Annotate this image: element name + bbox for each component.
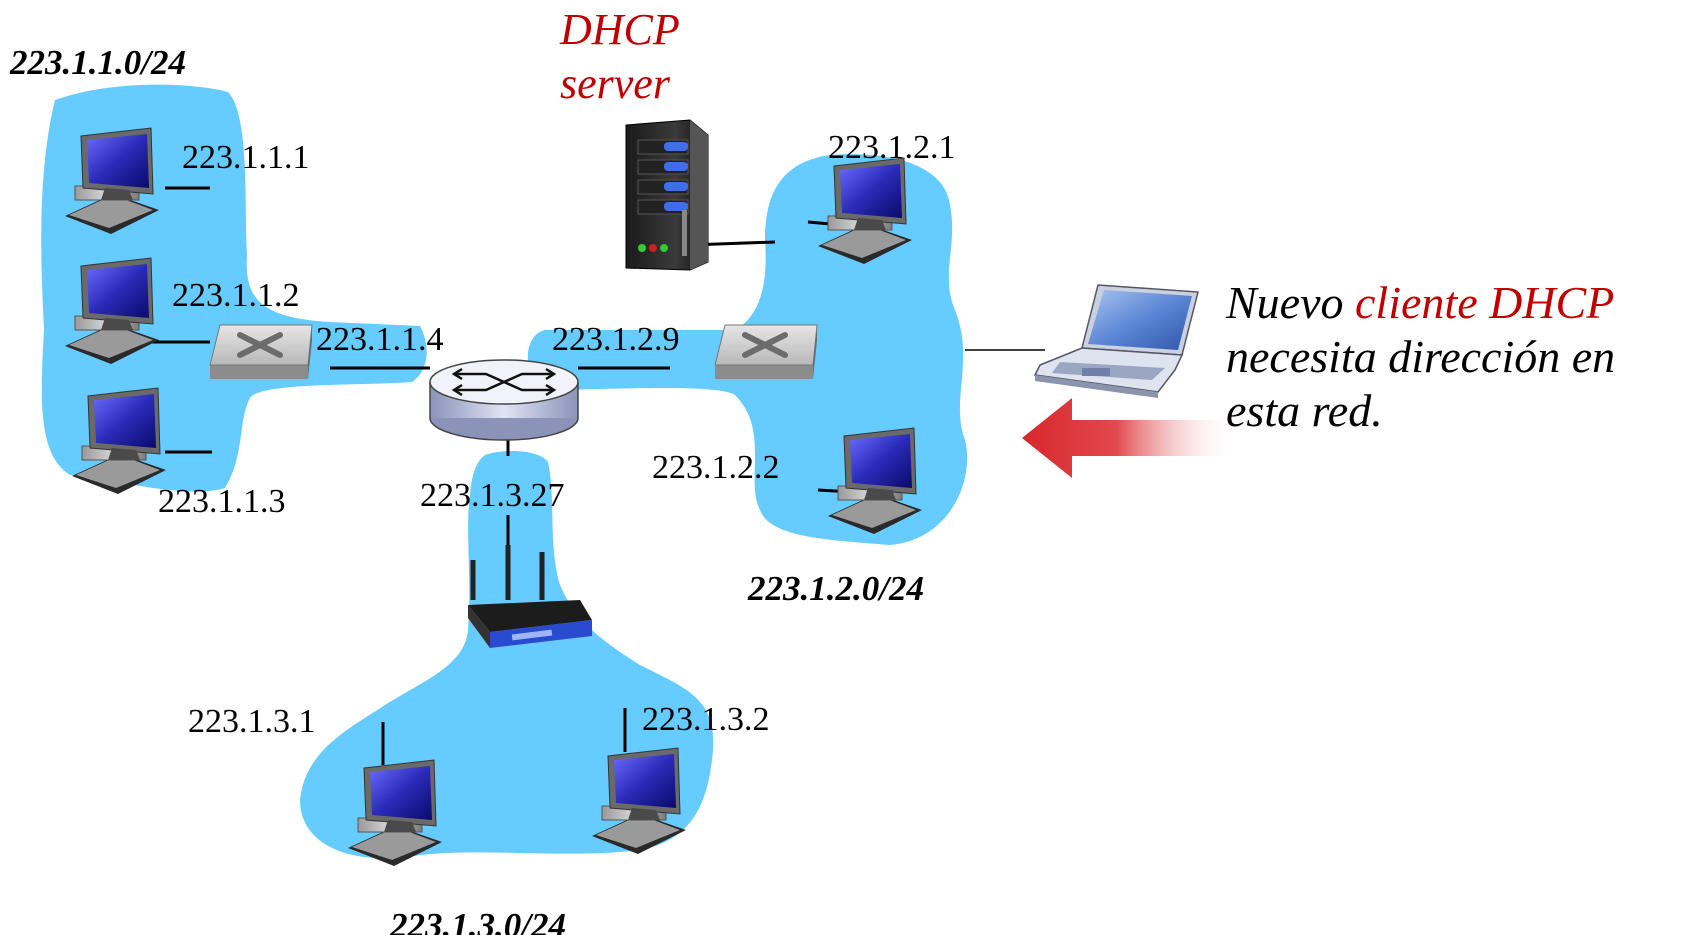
address-223-1-3-2: 223.1.3.2 xyxy=(642,701,770,738)
dhcp-server-icon xyxy=(625,119,709,271)
address-223-1-1-3: 223.1.1.3 xyxy=(158,483,286,520)
wireless-router-icon xyxy=(468,545,592,648)
message-line2: necesita dirección en xyxy=(1226,331,1615,382)
message-line1: Nuevo cliente DHCP xyxy=(1225,277,1614,328)
subnet-label-1: 223.1.1.0/24 xyxy=(9,43,186,82)
message-line1-highlight: cliente DHCP xyxy=(1355,277,1614,328)
address-223-1-1-2: 223.1.1.2 xyxy=(172,277,300,314)
address-223-1-3-1: 223.1.3.1 xyxy=(188,703,316,740)
message-line3: esta red. xyxy=(1226,385,1383,436)
subnet-label-2: 223.1.2.0/24 xyxy=(747,569,924,608)
server-title-line2: server xyxy=(560,59,671,108)
address-223-1-1-4: 223.1.1.4 xyxy=(316,321,444,358)
message-line1-start: Nuevo xyxy=(1225,277,1355,328)
address-223-1-2-2: 223.1.2.2 xyxy=(652,449,780,486)
incoming-arrow-icon xyxy=(1022,398,1232,478)
router-icon xyxy=(429,359,579,441)
text-labels: 223.1.1.0/24 223.1.2.0/24 223.1.3.0/24 D… xyxy=(9,5,1615,935)
address-223-1-1-1: 223.1.1.1 xyxy=(182,139,310,176)
subnet-label-3: 223.1.3.0/24 xyxy=(389,906,566,935)
new-laptop-icon xyxy=(1033,284,1199,398)
address-223-1-2-9: 223.1.2.9 xyxy=(552,321,680,358)
address-223-1-3-27: 223.1.3.27 xyxy=(420,477,565,514)
address-223-1-2-1: 223.1.2.1 xyxy=(828,129,956,166)
switch-icon-subnet-1 xyxy=(210,325,312,379)
switch-icon-subnet-2 xyxy=(715,325,817,379)
server-title-line1: DHCP xyxy=(559,5,680,54)
network-regions xyxy=(41,84,968,859)
